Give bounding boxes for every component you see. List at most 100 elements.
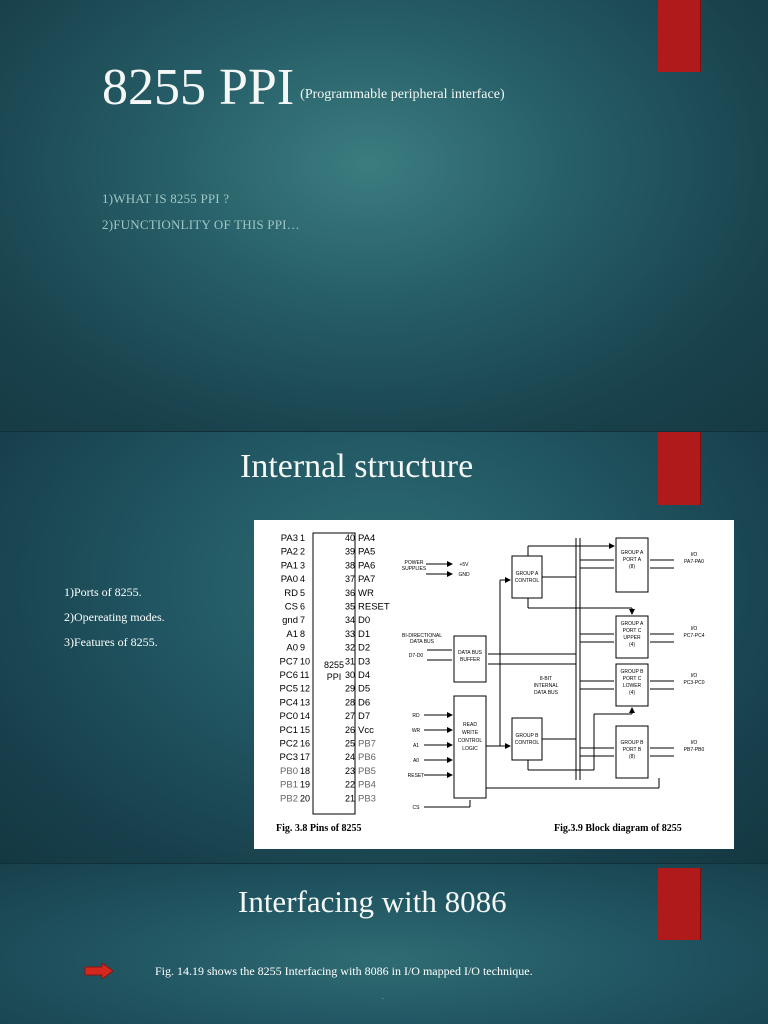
io-label: PC3-PC0 <box>683 680 704 686</box>
topic-list: 1)Ports of 8255. 2)Opereating modes. 3)F… <box>64 580 165 655</box>
pin-label: PA1 <box>281 560 298 571</box>
pin-label: D0 <box>358 615 370 626</box>
pin-number: 25 <box>345 739 355 749</box>
bidir-bus-label: DATA BUS <box>410 639 435 645</box>
pin-label: PB0 <box>280 766 298 777</box>
pin-number: 3 <box>300 560 305 570</box>
pin-label: PC3 <box>280 752 298 763</box>
port-b-box <box>615 725 649 779</box>
pin-label: PB7 <box>358 739 376 750</box>
port-c-upper-box <box>615 615 649 659</box>
pin-number: 15 <box>300 725 310 735</box>
pin-number: 27 <box>345 711 355 721</box>
pin-label: gnd <box>282 615 298 626</box>
pin-number: 28 <box>345 697 355 707</box>
pin-number: 23 <box>345 766 355 776</box>
pin-number: 6 <box>300 602 305 612</box>
chip-label: PPI <box>327 672 342 682</box>
pin-number: 12 <box>300 684 310 694</box>
pin-label: PA7 <box>358 574 375 585</box>
group-b-control-box <box>511 717 543 761</box>
pin-label: PB2 <box>280 793 298 804</box>
accent-tab <box>658 0 700 72</box>
list-item: 1)WHAT IS 8255 PPI ? <box>102 191 230 206</box>
pin-number: 24 <box>345 752 355 762</box>
pin-number: 32 <box>345 643 355 653</box>
cs-label: CS <box>413 805 421 811</box>
group-a-control-label: GROUP A <box>516 571 539 577</box>
io-label: PA7-PA0 <box>684 559 704 565</box>
group-a-control-label: CONTROL <box>515 578 540 584</box>
pin-label: PA0 <box>281 574 298 585</box>
rwcl-label: CONTROL <box>458 738 483 744</box>
pin-number: 38 <box>345 560 355 570</box>
pin-label: RD <box>284 588 298 599</box>
port-c-lower-label: PORT C <box>623 676 642 682</box>
pin-label: A0 <box>286 643 298 654</box>
control-input-label: RESET <box>408 773 425 779</box>
power-supplies-label: SUPPLIES <box>402 566 427 572</box>
plus5v-label: +5V <box>459 562 469 568</box>
question-list: 1)WHAT IS 8255 PPI ? 2)FUNCTIONLITY OF T… <box>102 186 300 238</box>
port-c-lower-box <box>615 663 649 707</box>
pin-number: 35 <box>345 602 355 612</box>
pin-number: 18 <box>300 766 310 776</box>
slide-interfacing: Interfacing with 8086 Fig. 14.19 shows t… <box>0 864 768 1024</box>
pin-number: 10 <box>300 656 310 666</box>
pin-label: D5 <box>358 684 370 695</box>
control-input-label: RD <box>412 713 420 719</box>
port-a-label: PORT A <box>623 557 642 563</box>
pin-label: PA3 <box>281 533 298 544</box>
slide-title: Interfacing with 8086 <box>238 884 507 919</box>
pin-label: Vcc <box>358 725 374 736</box>
pin-label: PA2 <box>281 547 298 558</box>
pin-label: D2 <box>358 643 370 654</box>
right-arrow-icon <box>84 963 114 979</box>
pin-number: 17 <box>300 752 310 762</box>
port-b-label: GROUP B <box>621 740 645 746</box>
pin-label: PB3 <box>358 793 376 804</box>
pin-number: 31 <box>345 656 355 666</box>
port-b-label: PORT B <box>623 747 642 753</box>
figure-caption-block: Fig.3.9 Block diagram of 8255 <box>554 823 682 834</box>
port-b-label: (8) <box>629 754 635 760</box>
pin-number: 34 <box>345 615 355 625</box>
slide-dot: . <box>382 992 384 1001</box>
pin-number: 33 <box>345 629 355 639</box>
io-label: I/O <box>691 552 698 558</box>
d7d0-label: D7-D0 <box>409 653 424 659</box>
pin-number: 13 <box>300 697 310 707</box>
internal-bus-label: INTERNAL <box>534 683 559 689</box>
title-text: 8255 PPI <box>102 59 295 116</box>
pin-label: D1 <box>358 629 370 640</box>
slide-internal-structure: Internal structure 1)Ports of 8255. 2)Op… <box>0 432 768 864</box>
port-a-label: GROUP A <box>621 550 644 556</box>
io-label: PB7-PB0 <box>684 747 705 753</box>
pin-label: PB4 <box>358 780 376 791</box>
pin-label: WR <box>358 588 374 599</box>
port-c-lower-label: GROUP B <box>621 669 645 675</box>
pin-number: 9 <box>300 643 305 653</box>
port-a-label: (8) <box>629 564 635 570</box>
pin-number: 22 <box>345 780 355 790</box>
pin-number: 16 <box>300 739 310 749</box>
pin-label: PC7 <box>280 656 298 667</box>
io-label: I/O <box>691 740 698 746</box>
pin-number: 2 <box>300 547 305 557</box>
list-item: 3)Features of 8255. <box>64 635 158 649</box>
group-a-control-box <box>511 555 543 599</box>
rwcl-box <box>453 695 487 799</box>
accent-tab <box>658 868 700 940</box>
figure-caption-pins: Fig. 3.8 Pins of 8255 <box>276 823 362 834</box>
pin-number: 21 <box>345 793 355 803</box>
group-b-control-label: CONTROL <box>515 740 540 746</box>
pin-number: 30 <box>345 670 355 680</box>
port-c-upper-label: PORT C <box>623 628 642 634</box>
pin-label: PC0 <box>280 711 298 722</box>
list-item: 2)Opereating modes. <box>64 610 165 624</box>
slide-title: Internal structure <box>240 448 474 485</box>
io-label: I/O <box>691 626 698 632</box>
pin-label: PA4 <box>358 533 375 544</box>
pin-number: 29 <box>345 684 355 694</box>
pin-number: 14 <box>300 711 310 721</box>
